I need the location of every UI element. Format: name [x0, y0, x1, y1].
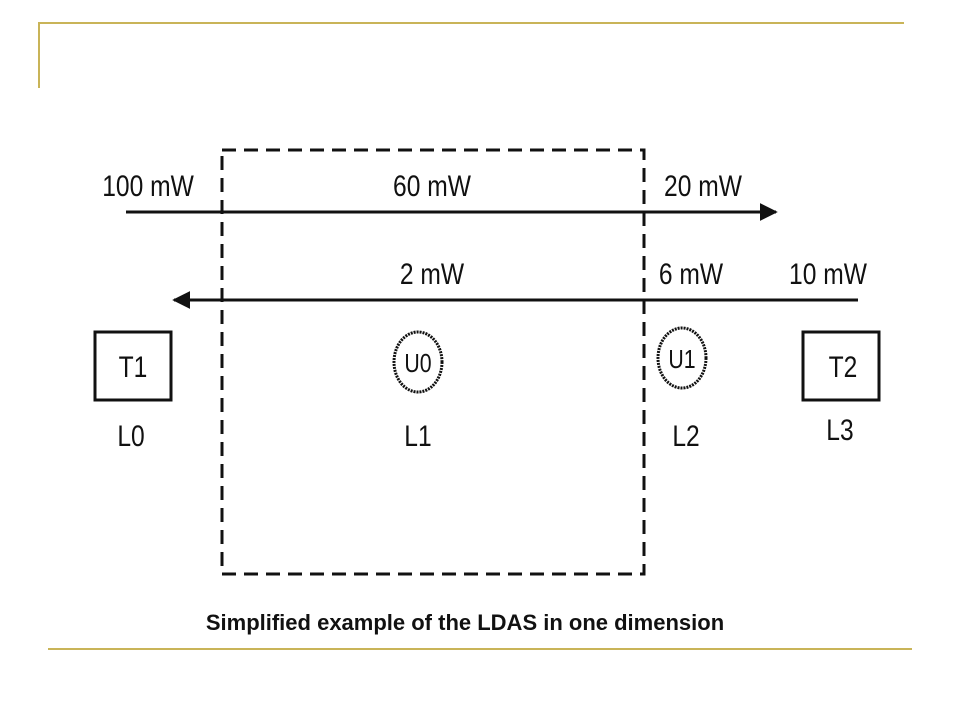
user-u1-node	[656, 326, 708, 390]
transmitter-t2-box	[801, 330, 881, 402]
user-u0-node	[392, 330, 444, 394]
location-l1: L1	[404, 419, 431, 453]
transmitter-t1-box	[93, 330, 173, 402]
user-u1-label: U1	[668, 345, 695, 375]
backward-power-l2: 6 mW	[659, 257, 723, 291]
frame-bottom-line	[48, 648, 912, 650]
forward-power-l2: 20 mW	[664, 169, 742, 203]
frame-top-line	[40, 22, 904, 24]
location-l2: L2	[672, 419, 699, 453]
user-u0-label: U0	[404, 349, 431, 379]
location-l0: L0	[117, 419, 144, 453]
dashed-region-box	[220, 148, 646, 576]
transmitter-t1-label: T1	[119, 350, 148, 384]
figure-caption: Simplified example of the LDAS in one di…	[205, 610, 725, 635]
forward-power-l1: 60 mW	[393, 169, 471, 203]
forward-power-l0: 100 mW	[102, 169, 194, 203]
location-l3: L3	[826, 413, 853, 447]
backward-power-l3: 10 mW	[789, 257, 867, 291]
transmitter-t2-label: T2	[829, 350, 858, 384]
backward-power-l1: 2 mW	[400, 257, 464, 291]
frame-left-line	[38, 22, 40, 88]
